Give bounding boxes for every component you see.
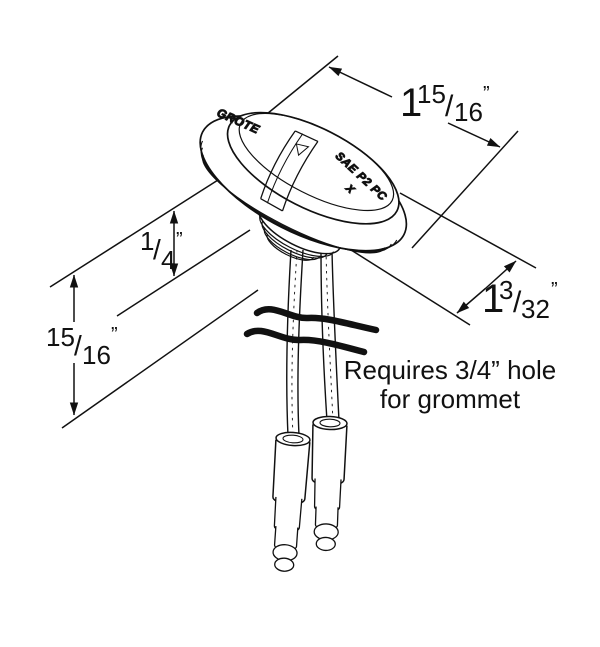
dimension-arrow [485, 260, 517, 289]
grommet-ring [266, 233, 315, 261]
grommet-ring [261, 220, 328, 259]
dimension-arrow [456, 287, 487, 314]
bullet-connector-right [311, 415, 348, 552]
dim-unit: ” [551, 279, 558, 301]
grommet-ring [259, 214, 335, 258]
dim-unit: ” [176, 229, 183, 251]
dim-denominator: 4 [161, 245, 175, 275]
flange-rim-line [200, 147, 392, 253]
mounting-note: Requires 3/4” hole for grommet [344, 355, 556, 414]
dim-whole: 1 [482, 277, 504, 321]
break-squiggle [253, 306, 380, 334]
dim-whole: 1 [400, 81, 422, 125]
dimension-length-label: 1 15 / 16 ” [400, 79, 490, 127]
reference-lines [49, 55, 537, 429]
lamp-mounting-bar [260, 130, 319, 212]
wire-right [320, 249, 340, 422]
dimension-lens-height-label: 1 / 4 ” [140, 226, 183, 275]
dimension-arrow [328, 66, 393, 98]
bullet-tip [274, 557, 295, 572]
note-line-1: Requires 3/4” hole [344, 355, 556, 385]
wire-break-marks [243, 306, 380, 356]
break-squiggle [243, 327, 368, 356]
grommet-ring [263, 227, 321, 261]
extension-line-width-near [339, 242, 471, 326]
extension-line-length-right [411, 130, 519, 249]
dimension-length: 1 15 / 16 ” [328, 66, 501, 148]
dim-numerator: 15 [417, 79, 446, 109]
dim-slash: / [513, 286, 522, 319]
note-line-2: for grommet [380, 384, 521, 414]
dimension-mounting-depth-label: 15 / 16 ” [46, 322, 118, 370]
extension-line-depth-bottom [61, 289, 259, 429]
bar-triangle-marker [295, 143, 310, 157]
dim-slash: / [153, 234, 161, 265]
dim-slash: / [74, 330, 82, 361]
extension-line-length-left [261, 55, 339, 119]
extension-line-lens-top [49, 165, 241, 288]
dimension-arrow [447, 122, 501, 148]
extension-line-mounting-surface [116, 229, 251, 317]
bullet-connector-left [272, 431, 311, 572]
dim-slash: / [445, 90, 454, 123]
lamp-lens [226, 111, 400, 225]
dim-unit: ” [111, 324, 118, 346]
dim-numerator: 1 [140, 226, 154, 256]
dim-denominator: 32 [521, 294, 550, 324]
dimension-lens-height: 1 / 4 ” [140, 210, 183, 277]
dimension-width-label: 1 3 / 32 ” [482, 275, 558, 324]
dim-unit: ” [483, 83, 490, 105]
dim-denominator: 16 [454, 97, 483, 127]
dim-denominator: 16 [82, 340, 111, 370]
wire-leads [286, 249, 340, 437]
dimension-mounting-depth: 15 / 16 ” [46, 274, 118, 416]
flange-rim-line [200, 140, 398, 253]
extension-line-width-far [399, 192, 537, 269]
flange-rim-line [202, 154, 386, 254]
dimension-width: 1 3 / 32 ” [456, 260, 558, 324]
lamp-assembly: GROTE SAE P2 PC X [199, 105, 408, 254]
dim-numerator: 15 [46, 322, 75, 352]
dim-numerator: 3 [499, 275, 513, 305]
bullet-tip [315, 536, 336, 552]
